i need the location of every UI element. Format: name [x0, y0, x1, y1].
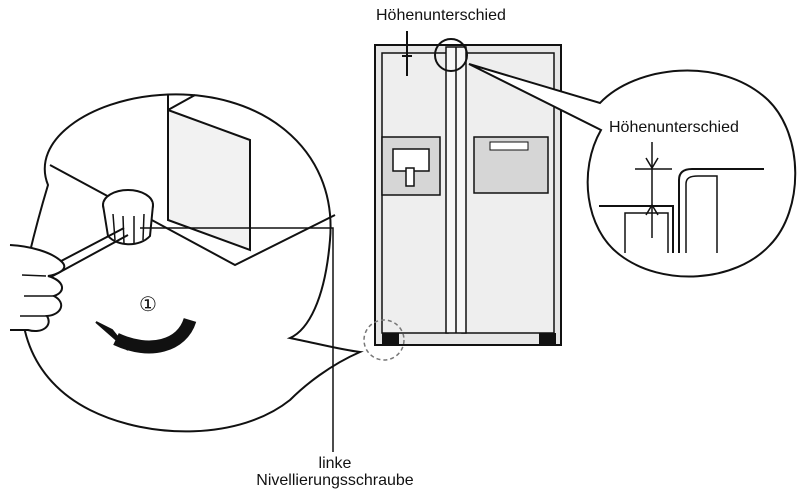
left-zoom-callout: ① — [9, 93, 364, 433]
rotation-arrow-body — [113, 317, 197, 354]
right-foot — [539, 333, 556, 345]
left-leveling-screw-label-line1: linke — [318, 455, 352, 472]
dispenser-lever — [405, 167, 415, 187]
leveling-screw-leader — [140, 227, 334, 452]
hand — [9, 244, 66, 332]
fridge-display-screen — [489, 141, 529, 151]
refrigerator — [363, 31, 562, 361]
left-callout-outline — [20, 93, 364, 433]
rotation-arrow-head — [95, 321, 129, 351]
cabinet-edge — [167, 94, 196, 111]
cabinet-corner — [167, 95, 251, 252]
right-zoom-callout — [468, 63, 797, 278]
right-callout-outline — [468, 63, 797, 278]
left-foot — [382, 333, 399, 345]
top-height-difference-label: Höhenunterschied — [376, 7, 506, 24]
right-height-difference-label: Höhenunterschied — [609, 119, 739, 136]
leveling-screw-ridges — [112, 213, 145, 245]
leveling-screw-body — [102, 204, 154, 246]
hand-fingers — [20, 274, 54, 317]
right-door-profile — [678, 168, 764, 253]
left-leveling-screw-label-line2: Nivellierungsschraube — [256, 472, 414, 489]
step-marker: ① — [139, 292, 157, 316]
height-diff-arrow-heads — [645, 157, 659, 216]
left-door-profile — [599, 205, 674, 253]
door-inner-profile — [685, 175, 718, 253]
top-detail-circle — [434, 38, 468, 72]
left-leveling-screw-label: linke Nivellierungsschraube — [235, 455, 435, 489]
bottom-detail-circle — [363, 319, 405, 361]
